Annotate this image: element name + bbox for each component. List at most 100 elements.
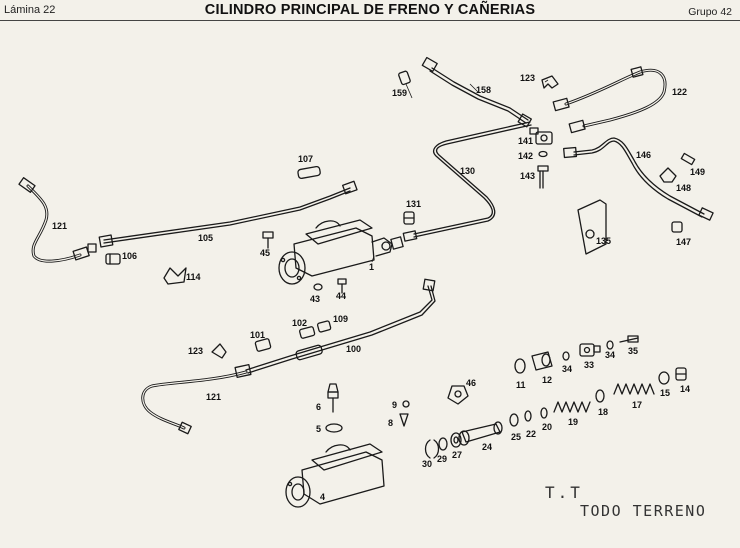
master-cylinder-1	[278, 219, 404, 285]
part-label: 146	[636, 150, 651, 160]
part-label: 15	[660, 388, 670, 398]
part-label: 25	[511, 432, 521, 442]
part-label: 18	[598, 407, 608, 417]
sleeve-on-pipe-100	[295, 344, 323, 361]
part-label: 35	[628, 346, 638, 356]
part-label: 142	[518, 151, 533, 161]
part-label: 17	[632, 400, 642, 410]
part-label: 149	[690, 167, 705, 177]
clip-123-upper	[541, 75, 559, 89]
page-title: CILINDRO PRINCIPAL DE FRENO Y CAÑERIAS	[204, 2, 536, 18]
owner-stamp-name: TODO TERRENO	[580, 502, 707, 520]
master-cylinder-4	[285, 443, 385, 508]
washer-5	[325, 423, 343, 433]
seal-25	[509, 413, 519, 427]
part-label: 27	[452, 450, 462, 460]
part-label: 4	[320, 492, 325, 502]
part-label: 22	[526, 429, 536, 439]
brake-pipe-158	[421, 56, 532, 128]
spring-17	[613, 383, 655, 395]
part-label: 9	[392, 400, 397, 410]
brake-hose-121-lower	[141, 364, 252, 435]
washer-34-left	[562, 351, 570, 361]
brake-hose-121-upper	[18, 177, 97, 263]
spring-19	[553, 401, 591, 413]
header-rule	[0, 20, 740, 21]
plug-14	[675, 367, 687, 381]
fitting-109	[316, 320, 332, 333]
seal-18	[595, 389, 605, 403]
part-label: 114	[186, 272, 201, 282]
part-label: 135	[596, 236, 611, 246]
washer-22	[524, 410, 532, 422]
part-label: 148	[676, 183, 691, 193]
seal-27	[450, 432, 462, 448]
part-label: 29	[437, 454, 447, 464]
brake-pipe-105	[98, 180, 358, 248]
connector-131	[403, 211, 415, 225]
group-number: Grupo 42	[688, 6, 732, 18]
sleeve-102	[299, 326, 316, 339]
fitting-147	[671, 221, 683, 233]
part-label: 19	[568, 417, 578, 427]
part-label: 159	[392, 88, 407, 98]
part-label: 130	[460, 166, 475, 176]
nut-43	[313, 283, 323, 291]
part-label: 102	[292, 318, 307, 328]
tee-connector-141	[529, 127, 553, 145]
part-label: 107	[298, 154, 313, 164]
brake-pipe-130	[402, 121, 532, 242]
washer-29	[438, 437, 448, 451]
part-label: 45	[260, 248, 270, 258]
washer-142	[538, 150, 548, 158]
bolt-149	[680, 152, 696, 166]
owner-stamp-initials: T.T	[545, 483, 583, 502]
switch-46	[447, 385, 469, 405]
part-label: 12	[542, 375, 552, 385]
fitting-106	[105, 253, 121, 265]
part-label: 34	[605, 350, 615, 360]
part-label: 131	[406, 199, 421, 209]
part-label: 105	[198, 233, 213, 243]
valve-8	[399, 413, 409, 427]
part-label: 43	[310, 294, 320, 304]
part-label: 122	[672, 87, 687, 97]
part-label: 14	[680, 384, 690, 394]
bracket-135	[577, 199, 607, 255]
brake-pipe-146	[563, 137, 714, 221]
part-label: 44	[336, 291, 346, 301]
bleeder-screw-6	[327, 383, 339, 413]
part-label: 141	[518, 136, 533, 146]
sleeve-107	[297, 165, 321, 180]
part-label: 11	[516, 380, 526, 390]
part-label: 106	[122, 251, 137, 261]
part-label: 5	[316, 424, 321, 434]
fitting-33	[579, 343, 601, 357]
part-label: 100	[346, 344, 361, 354]
washer-34-right	[606, 340, 614, 350]
brake-pipe-100	[245, 278, 436, 374]
part-labels: 1 4 5 6 8 9 11 12 14 15 17 18 19 20 22 2…	[52, 73, 705, 502]
part-label: 121	[206, 392, 221, 402]
circlip-30	[424, 439, 440, 459]
bolt-143	[537, 165, 549, 189]
part-label: 6	[316, 402, 321, 412]
nut-9	[402, 400, 410, 408]
bolt-35	[619, 335, 639, 343]
part-label: 46	[466, 378, 476, 388]
brake-hose-122	[552, 66, 667, 134]
part-label: 24	[482, 442, 492, 452]
clip-148	[659, 167, 677, 183]
bolt-45	[262, 231, 274, 249]
part-label: 147	[676, 237, 691, 247]
clip-114	[163, 267, 187, 285]
seal-20	[540, 407, 548, 419]
part-label: 121	[52, 221, 67, 231]
part-label: 8	[388, 418, 393, 428]
part-label: 143	[520, 171, 535, 181]
part-label: 34	[562, 364, 572, 374]
fitting-159	[398, 70, 411, 86]
ring-11	[514, 358, 526, 374]
